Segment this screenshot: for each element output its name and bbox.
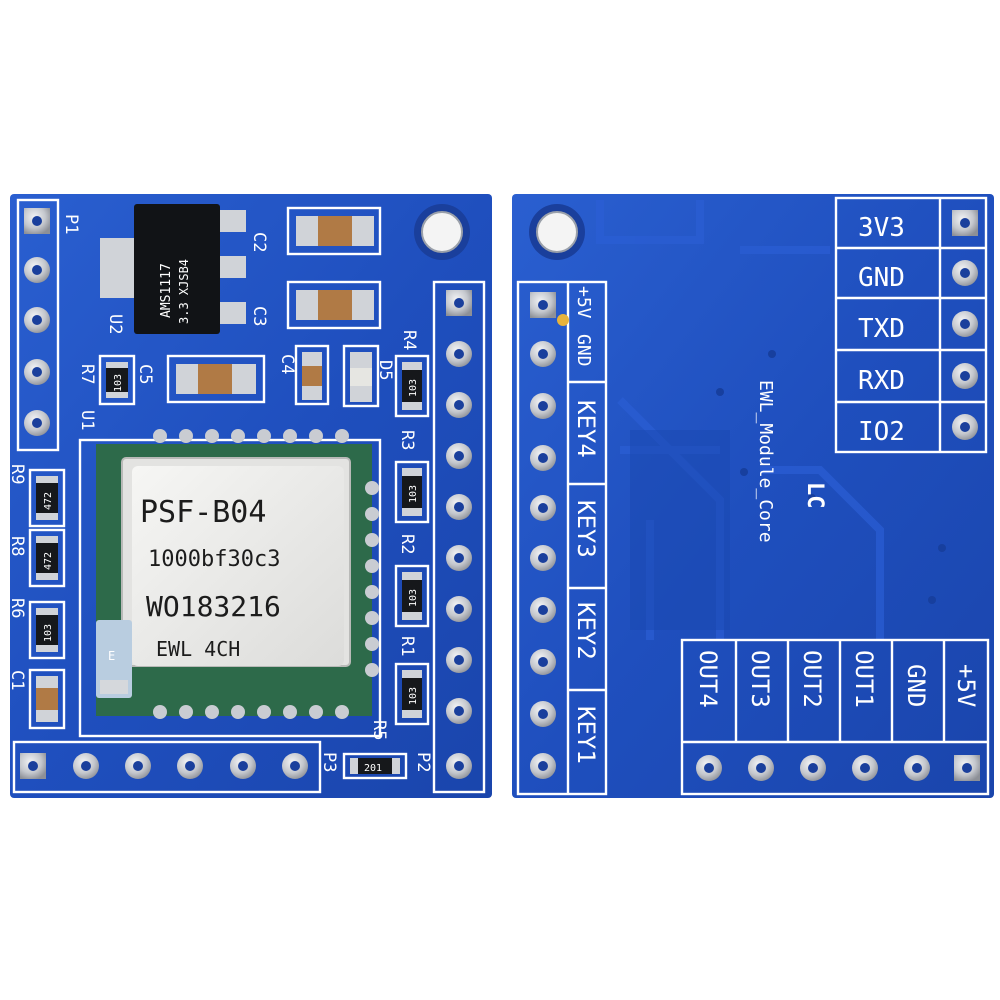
resistor-r4-code: 103 — [408, 379, 419, 397]
resistor-r8: 472 — [28, 528, 66, 588]
label-p3: P3 — [319, 752, 339, 772]
back-mounting-hole-icon — [536, 211, 578, 253]
resistor-r8-code: 472 — [43, 552, 54, 570]
p3-outline — [12, 740, 322, 794]
capacitor-c5 — [166, 354, 266, 404]
mounting-hole-icon — [421, 211, 463, 253]
wifi-module-u1: PSF-B04 1000bf30c3 WO183216 EWL 4CH E — [96, 429, 379, 719]
pin-label-key3: KEY3 — [572, 500, 600, 558]
resistor-r9-code: 472 — [43, 492, 54, 510]
resistor-r2-code: 103 — [408, 589, 419, 607]
resistor-r3-code: 103 — [408, 485, 419, 503]
label-r4: R4 — [399, 330, 419, 350]
resistor-r1-code: 103 — [408, 687, 419, 705]
label-r9: R9 — [7, 464, 27, 484]
diode-d5 — [342, 344, 380, 408]
p3-header-pins — [20, 753, 308, 779]
key-header: +5V GND KEY4 KEY3 KEY2 KEY1 — [516, 280, 608, 796]
capacitor-c3 — [286, 280, 382, 330]
p2-outline — [432, 280, 486, 794]
module-name-text: EWL_Module_Core — [755, 380, 776, 543]
led-label: E — [108, 649, 115, 663]
resistor-r7: 103 — [98, 354, 136, 406]
pin-label-txd: TXD — [858, 314, 905, 344]
label-c2: C2 — [249, 232, 269, 252]
resistor-r4: 103 — [394, 354, 430, 418]
label-c1: C1 — [7, 670, 27, 690]
label-r7: R7 — [77, 364, 97, 384]
front-board: AMS1117 3.3 XJSB4 — [7, 194, 492, 798]
resistor-r2: 103 — [394, 564, 430, 628]
pin-label-rxd: RXD — [858, 366, 905, 396]
pin-label-out1: OUT1 — [850, 650, 878, 708]
module-marking-line3: WO183216 — [146, 590, 281, 623]
solder-blob — [557, 314, 569, 326]
resistor-r6: 103 — [28, 600, 66, 660]
capacitor-c1 — [28, 668, 66, 730]
pin-label-3v3: 3V3 — [858, 213, 905, 243]
output-header: OUT4 OUT3 OUT2 OUT1 GND +5V — [680, 638, 990, 796]
label-u1: U1 — [77, 410, 97, 430]
module-marking-line2: 1000bf30c3 — [148, 547, 280, 572]
pin-label-out4: OUT4 — [694, 650, 722, 708]
resistor-r5: 201 — [342, 752, 408, 780]
pin-label-5v-bottom: +5V — [952, 664, 980, 707]
resistor-r6-code: 103 — [43, 624, 54, 642]
status-led-icon — [96, 620, 132, 698]
label-d5: D5 — [375, 360, 395, 380]
p1-outline — [16, 198, 60, 452]
pin-label-gnd-left: GND — [573, 334, 594, 367]
label-c4: C4 — [277, 354, 297, 374]
regulator-marking-1: AMS1117 — [159, 263, 174, 318]
label-u2: U2 — [105, 314, 125, 334]
pin-label-key2: KEY2 — [572, 602, 600, 660]
pin-label-key4: KEY4 — [572, 400, 600, 458]
resistor-r3: 103 — [394, 460, 430, 524]
pin-label-5v-left: +5V — [573, 286, 594, 319]
regulator-tab — [100, 238, 140, 298]
label-r3: R3 — [397, 430, 417, 450]
regulator-ams1117: AMS1117 3.3 XJSB4 — [100, 204, 246, 334]
regulator-body — [134, 204, 220, 334]
resistor-r1: 103 — [394, 662, 430, 726]
back-board: 3V3 GND TXD RXD IO2 +5V GND KEY4 KEY3 KE… — [512, 194, 994, 798]
pin-label-io2: IO2 — [858, 417, 905, 447]
resistor-r7-code: 103 — [113, 374, 124, 392]
pin-label-gnd-bottom: GND — [902, 664, 930, 707]
serial-header: 3V3 GND TXD RXD IO2 — [834, 196, 988, 454]
label-r1: R1 — [397, 636, 417, 656]
pin-label-key1: KEY1 — [572, 706, 600, 764]
pin-label-gnd: GND — [858, 263, 905, 293]
label-r6: R6 — [7, 598, 27, 618]
resistor-r9: 472 — [28, 468, 66, 528]
p1-header-pins — [24, 208, 50, 436]
capacitor-c2 — [286, 206, 382, 256]
label-p1: P1 — [61, 214, 81, 234]
module-marking-line4: EWL 4CH — [156, 637, 240, 661]
label-p2: P2 — [413, 752, 433, 772]
capacitor-c4 — [294, 344, 330, 406]
module-shield — [132, 466, 344, 666]
pin-label-out2: OUT2 — [798, 650, 826, 708]
label-r8: R8 — [7, 536, 27, 556]
regulator-marking-2: 3.3 XJSB4 — [177, 259, 191, 324]
p2-header-pins — [446, 290, 472, 779]
module-marking-line1: PSF-B04 — [140, 495, 266, 530]
label-r2: R2 — [397, 534, 417, 554]
label-c3: C3 — [249, 306, 269, 326]
pin-label-out3: OUT3 — [746, 650, 774, 708]
u1-outline — [78, 438, 382, 738]
brand-logo-text: LC — [802, 482, 827, 509]
back-pcb-substrate — [512, 194, 994, 798]
label-c5: C5 — [135, 364, 155, 384]
resistor-r5-code: 201 — [364, 763, 382, 774]
label-r5: R5 — [369, 720, 389, 740]
